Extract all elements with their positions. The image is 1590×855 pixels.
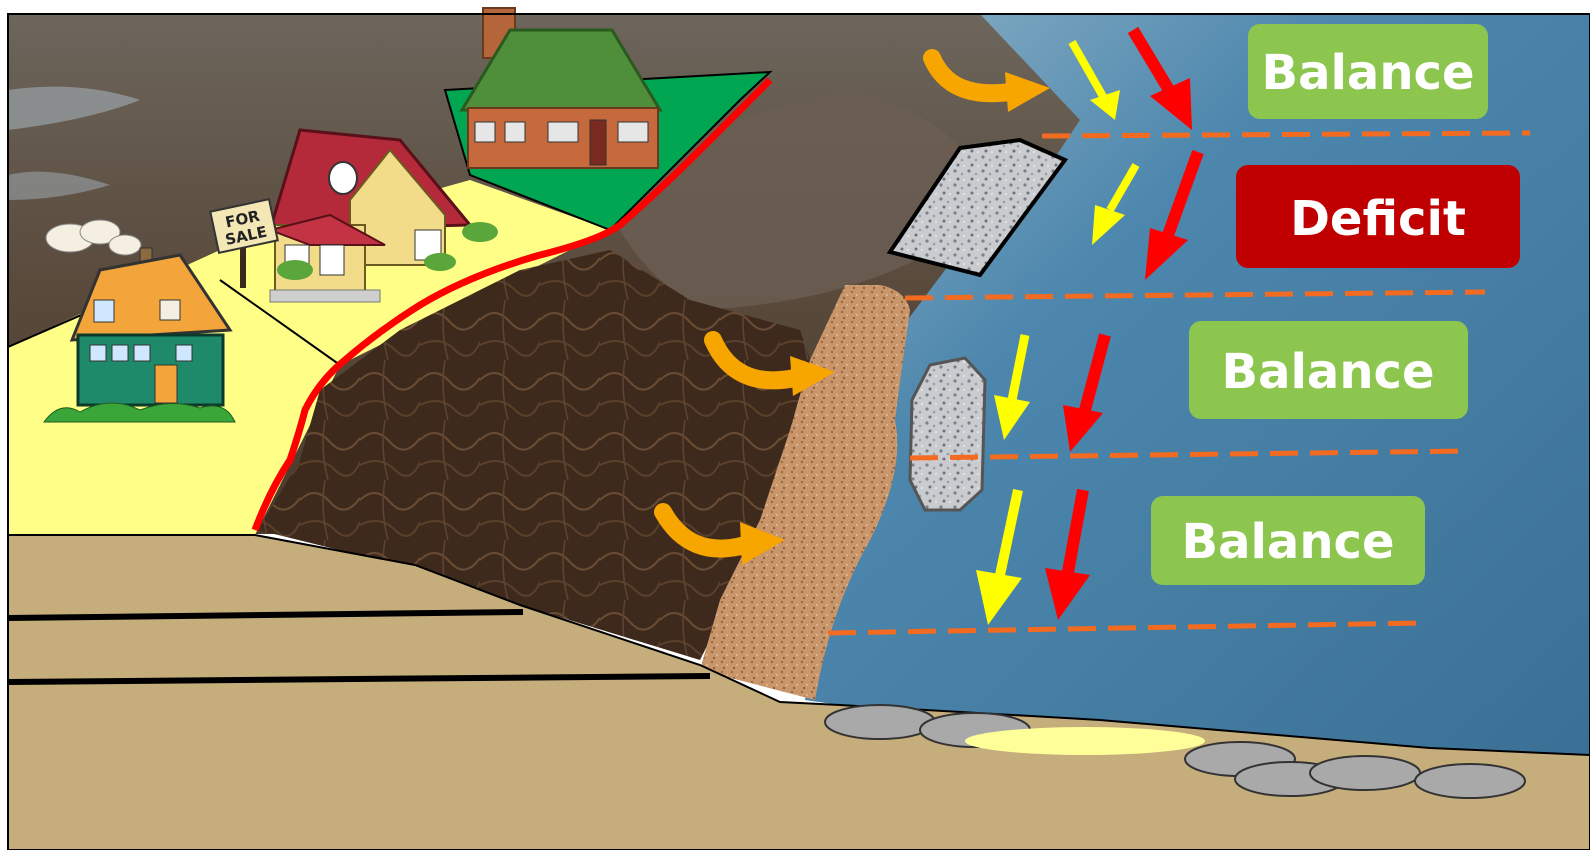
label-text: Deficit	[1290, 191, 1466, 247]
label-text: Balance	[1222, 344, 1435, 400]
pebble	[1310, 756, 1420, 790]
label-text: Balance	[1182, 514, 1395, 570]
band-label-3: Balance	[1189, 321, 1468, 419]
label-text: Balance	[1262, 45, 1475, 101]
pebble	[825, 705, 935, 739]
sand-patch	[965, 727, 1205, 755]
band-label-1: Balance	[1248, 24, 1488, 119]
band-label-2: Deficit	[1236, 165, 1520, 268]
rock-icon	[910, 358, 985, 510]
pebble	[1415, 764, 1525, 798]
band-label-4: Balance	[1151, 496, 1425, 585]
